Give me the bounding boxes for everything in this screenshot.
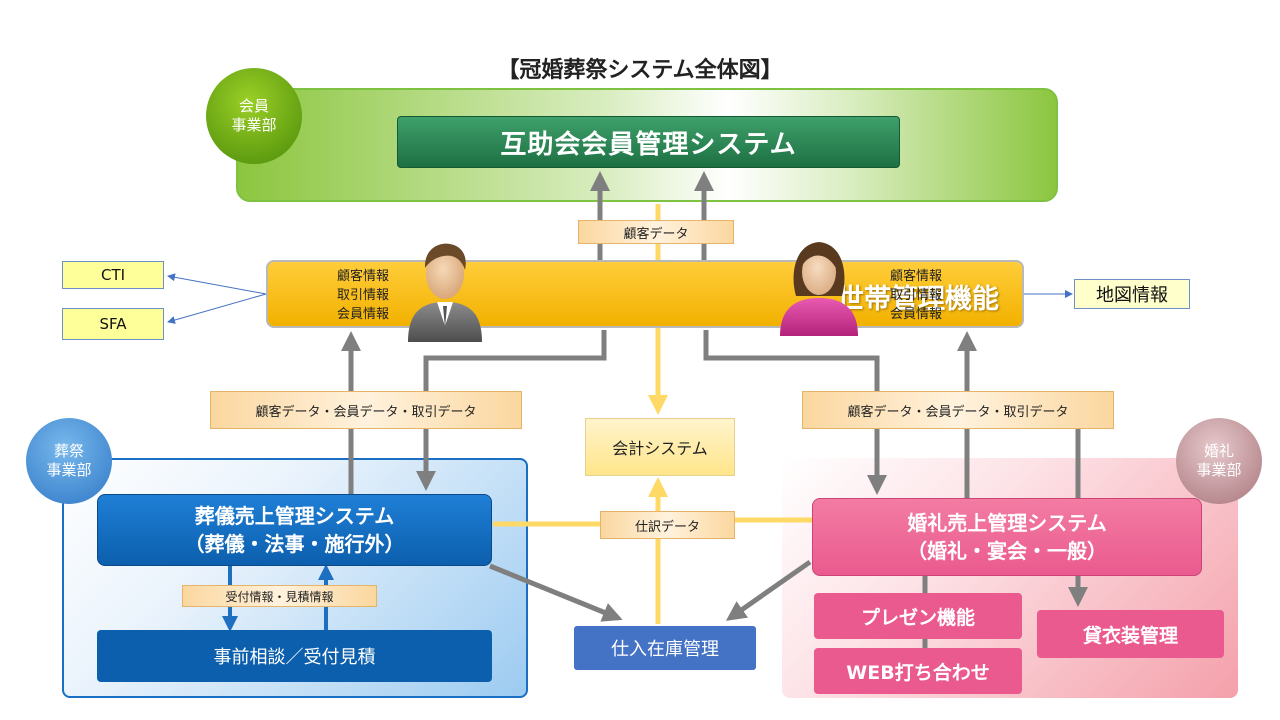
accounting-system-box: 会計システム [585, 418, 735, 476]
household-management-box: 世帯管理機能 顧客情報 取引情報 会員情報 顧客情報 取引情報 会員情報 [266, 260, 1024, 328]
wedding-division-label: 婚礼 事業部 [1196, 442, 1242, 479]
line-to-sfa [167, 293, 267, 324]
journal-data-label: 仕訳データ [600, 511, 735, 539]
gray-arrow-wedding-to-purchase [725, 559, 812, 621]
household-info-left: 顧客情報 取引情報 会員情報 [318, 265, 408, 325]
customer-data-label: 顧客データ [578, 220, 734, 244]
presentation-function-box: プレゼン機能 [814, 593, 1022, 639]
purchase-inventory-box: 仕入在庫管理 [574, 626, 756, 670]
data-label-left: 顧客データ・会員データ・取引データ [210, 391, 522, 429]
info-customer-left: 顧客情報 [336, 268, 389, 284]
mutual-aid-system-box: 互助会会員管理システム [397, 116, 900, 168]
map-info-box: 地図情報 [1074, 279, 1190, 309]
household-management-title: 世帯管理機能 [837, 283, 999, 315]
consultation-box: 事前相談／受付見積 [97, 630, 492, 682]
funeral-sales-title: 葬儀売上管理システム [194, 504, 395, 528]
info-member-left: 会員情報 [336, 306, 389, 322]
household-info-right: 顧客情報 取引情報 会員情報 [871, 265, 961, 325]
funeral-sales-system-box: 葬儀売上管理システム （葬儀・法事・施行外） [97, 494, 492, 566]
sfa-box: SFA [62, 308, 164, 340]
diagram-title: 【冠婚葬祭システム全体図】 [497, 58, 783, 83]
info-transaction-left: 取引情報 [336, 287, 389, 303]
data-label-right: 顧客データ・会員データ・取引データ [802, 391, 1114, 429]
member-division-label: 会員 事業部 [231, 97, 277, 134]
funeral-division-label: 葬祭 事業部 [46, 442, 92, 479]
funeral-division-badge: 葬祭 事業部 [26, 418, 112, 504]
female-user-icon [780, 242, 858, 336]
reception-info-label: 受付情報・見積情報 [182, 585, 377, 607]
funeral-sales-subtitle: （葬儀・法事・施行外） [184, 532, 405, 556]
info-member-right: 会員情報 [889, 306, 942, 322]
wedding-sales-system-box: 婚礼売上管理システム （婚礼・宴会・一般） [812, 498, 1202, 576]
wedding-sales-subtitle: （婚礼・宴会・一般） [907, 539, 1107, 563]
gray-arrow-funeral-to-purchase [489, 563, 623, 622]
web-meeting-box: WEB打ち合わせ [814, 648, 1022, 694]
member-division-badge: 会員 事業部 [206, 68, 302, 164]
info-transaction-right: 取引情報 [889, 287, 942, 303]
cti-box: CTI [62, 261, 164, 289]
rental-costume-box: 貸衣装管理 [1037, 610, 1224, 658]
male-user-icon [408, 243, 482, 342]
info-customer-right: 顧客情報 [889, 268, 942, 284]
wedding-division-badge: 婚礼 事業部 [1176, 418, 1262, 504]
wedding-sales-title: 婚礼売上管理システム [907, 511, 1107, 535]
line-to-cti [167, 273, 267, 295]
